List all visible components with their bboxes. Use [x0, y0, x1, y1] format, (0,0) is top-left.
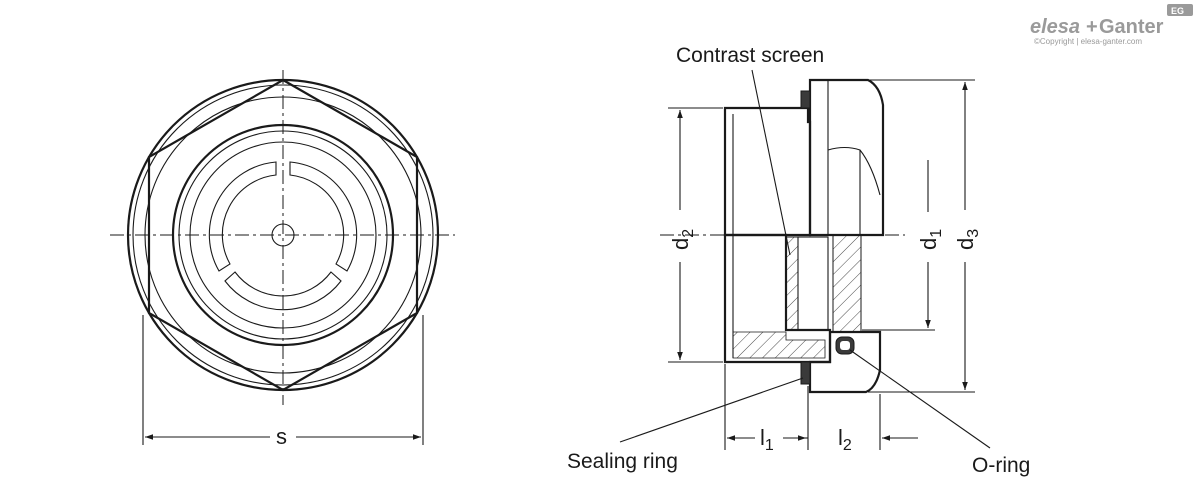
- inner-ring-outer: [171, 123, 395, 347]
- dim-l1-label: l1: [760, 425, 774, 454]
- svg-text:d2: d2: [668, 229, 697, 250]
- dim-l1-letter: l: [760, 425, 765, 450]
- outer-chamfer-circle: [132, 84, 434, 386]
- logo-brand-elesa: elesa: [1030, 16, 1080, 38]
- dim-l2-sub: 2: [843, 437, 852, 454]
- logo-brand-ganter: Ganter: [1099, 16, 1164, 38]
- o-ring-highlight: [840, 341, 850, 350]
- thread-body-upper: [723, 106, 812, 237]
- head-body-upper: [808, 78, 885, 237]
- head-section-lower: [808, 330, 882, 394]
- dim-l1-sub: 1: [765, 437, 774, 454]
- contrast-screen-segment-right: [289, 161, 358, 272]
- logo-plus: +: [1086, 16, 1098, 38]
- callout-o-ring-leader: [849, 349, 991, 449]
- dim-d2-label: d2: [668, 229, 697, 250]
- head-contour-curve: [827, 146, 881, 196]
- dim-d3-letter: d: [953, 238, 978, 250]
- dim-d2-letter: d: [668, 238, 693, 250]
- callout-contrast-screen: Contrast screen: [676, 44, 824, 67]
- window-ring: [189, 141, 377, 329]
- dim-l2-label: l2: [838, 425, 852, 454]
- front-view: s: [110, 70, 455, 449]
- dim-d1-letter: d: [916, 238, 941, 250]
- thread-body-hatched-area: [732, 331, 826, 359]
- svg-text:d3: d3: [953, 229, 982, 250]
- contrast-screen-segment-bottom: [224, 271, 342, 311]
- side-view: d2 d1 d3 l1 l2 Contrast screen: [567, 44, 1030, 477]
- contrast-screen-segment-left: [208, 161, 277, 272]
- logo-badge-text: EG: [1171, 6, 1184, 16]
- dim-d1-sub: 1: [928, 229, 945, 238]
- dim-d3-sub: 3: [965, 229, 982, 238]
- sealing-ring-lower: [800, 361, 811, 385]
- dim-d2-sub: 2: [680, 229, 697, 238]
- dim-d1-label: d1: [916, 229, 945, 250]
- inner-tube-section: [832, 234, 862, 333]
- hexagon-outline: [147, 78, 419, 392]
- window-lens-section: [797, 236, 829, 331]
- svg-text:d1: d1: [916, 229, 945, 250]
- dim-l2-letter: l: [838, 425, 843, 450]
- brand-logo: elesa + Ganter EG ©Copyright | elesa-gan…: [1030, 4, 1193, 46]
- callout-sealing-ring-leader: [619, 377, 804, 443]
- callout-sealing-ring: Sealing ring: [567, 450, 678, 473]
- hex-chamfer-circle: [144, 96, 422, 374]
- callout-contrast-screen-leader: [751, 69, 791, 256]
- callout-o-ring: O-ring: [972, 454, 1030, 477]
- dim-d3-label: d3: [953, 229, 982, 250]
- inner-ring-mid: [178, 130, 388, 340]
- center-hole: [271, 223, 295, 247]
- sealing-ring-upper: [800, 90, 811, 109]
- logo-badge: [1167, 4, 1193, 16]
- contrast-screen-section: [785, 236, 799, 331]
- logo-copyright: ©Copyright | elesa-ganter.com: [1034, 37, 1142, 46]
- dim-s-label: s: [276, 424, 287, 449]
